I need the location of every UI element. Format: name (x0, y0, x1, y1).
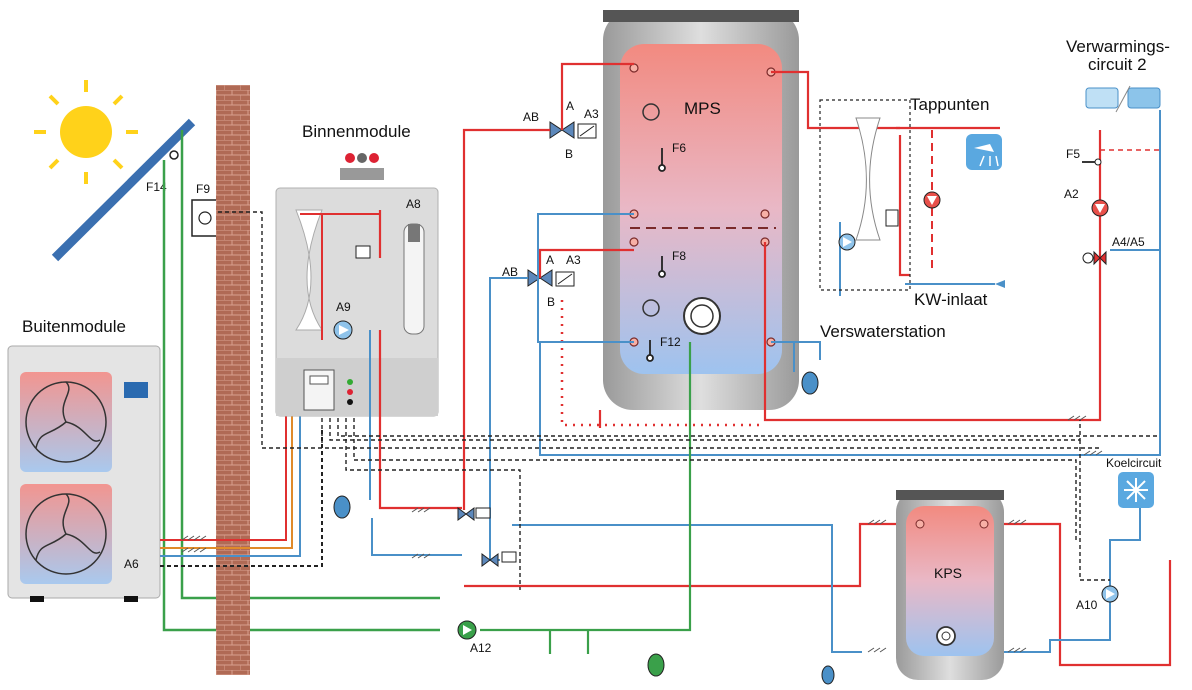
label-ab-top: AB (523, 110, 539, 124)
label-a-top: A (566, 99, 574, 113)
label-buitenmodule: Buitenmodule (22, 317, 126, 336)
pump-a9-icon (333, 320, 353, 340)
label-verswaterstation: Verswaterstation (820, 322, 946, 341)
radiator-icon (1085, 87, 1119, 109)
label-a-mid: A (546, 253, 554, 267)
solar-pipe-2 (180, 130, 440, 600)
cold-pipes (369, 110, 1161, 653)
label-a4a5: A4/A5 (1112, 235, 1145, 249)
pump-a12-icon (457, 620, 477, 640)
control-wires (218, 211, 1160, 590)
label-koelcircuit: Koelcircuit (1106, 456, 1162, 470)
pump-a10-icon (1101, 585, 1119, 603)
verswaterstation-box (819, 99, 911, 291)
label-b-mid: B (547, 295, 555, 309)
pipe-insulation-marks (181, 415, 1103, 653)
label-ab-mid: AB (502, 265, 518, 279)
mps-tank (603, 10, 799, 410)
sensor-f14 (169, 150, 179, 160)
label-verwarmingscircuit-2: circuit 2 (1088, 55, 1147, 74)
valve-a10-upper (457, 507, 491, 521)
label-f9: F9 (196, 182, 210, 196)
snowflake-icon (1118, 472, 1154, 508)
label-a3-top: A3 (584, 107, 599, 121)
label-a9: A9 (336, 300, 351, 314)
expansion-vessel (801, 371, 819, 395)
label-f5: F5 (1066, 147, 1080, 161)
label-a6: A6 (124, 557, 139, 571)
sun-icon (34, 80, 138, 184)
label-kps: KPS (934, 565, 962, 581)
label-binnenmodule: Binnenmodule (302, 122, 411, 141)
green-pipes (480, 342, 692, 654)
pump-verswater-icon (838, 233, 856, 251)
valve-a10-lower (481, 551, 517, 567)
indoor-unit (275, 153, 439, 417)
label-tappunten: Tappunten (910, 95, 989, 114)
label-verwarmingscircuit-1: Verwarmings- (1066, 37, 1170, 56)
kps-tank (896, 490, 1004, 680)
pump-tap-icon (923, 191, 941, 209)
label-f8: F8 (672, 249, 686, 263)
shower-icon (966, 134, 1002, 170)
mixing-valve-icon (1082, 250, 1107, 266)
label-kw-inlaat: KW-inlaat (914, 290, 988, 309)
label-f6: F6 (672, 141, 686, 155)
solar-pipe (162, 160, 440, 632)
label-a2: A2 (1064, 187, 1079, 201)
label-a12: A12 (470, 641, 492, 655)
label-mps: MPS (684, 99, 721, 118)
valve-a3-top (549, 121, 597, 139)
label-a8: A8 (406, 197, 421, 211)
sensor-f9-box (191, 199, 219, 237)
valve-a3-mid (527, 269, 575, 287)
label-a3-mid: A3 (566, 253, 581, 267)
label-f12: F12 (660, 335, 681, 349)
pump-a2-icon (1091, 199, 1109, 217)
solar-collector (51, 118, 196, 262)
fan-icon (25, 381, 107, 575)
outdoor-unit (7, 345, 161, 602)
floor-heating-icon (1127, 87, 1161, 109)
label-f14: F14 (146, 180, 167, 194)
label-a10: A10 (1076, 598, 1098, 612)
brick-wall (216, 85, 250, 675)
label-b-top: B (565, 147, 573, 161)
